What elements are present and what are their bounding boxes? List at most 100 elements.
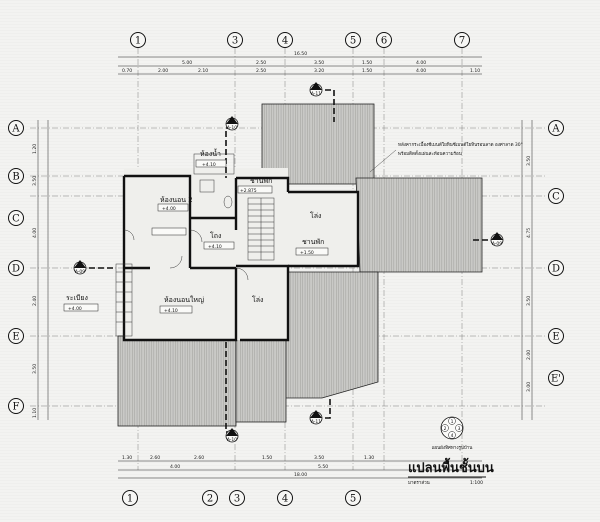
section-marker: B A-10 (225, 428, 239, 443)
dim-top-mid: 3.50 (314, 60, 324, 66)
grid-col-label: 5 (350, 494, 356, 505)
grid-bubbles-top: 1 3 4 5 6 7 (130, 32, 470, 48)
section-ref: A-11 (311, 91, 321, 97)
section-marker: A A-09 (490, 232, 504, 247)
room-terrace-top-name: ชานพัก (250, 177, 272, 185)
section-marker: A A-09 (73, 260, 87, 275)
dim-right-seg: 3.00 (526, 382, 532, 392)
section-marker: C A-11 (309, 410, 323, 425)
grid-row-label: D (552, 264, 560, 275)
section-ref: A-10 (227, 437, 237, 443)
dim-top-seg: 3.20 (314, 68, 324, 74)
walls (122, 174, 360, 342)
grid-row-label: C (12, 214, 20, 225)
dim-top-seg: 2.50 (256, 68, 266, 74)
grid-row-label: B (12, 172, 19, 183)
grid-row-label: E' (551, 374, 561, 385)
grid-row-label: A (551, 124, 560, 135)
dim-left-seg: 4.00 (32, 228, 38, 238)
drawing-scale-value: 1:100 (470, 480, 483, 486)
orientation-number: 2 (444, 426, 447, 432)
section-ref: A-09 (492, 241, 502, 247)
dim-left-seg: 3.50 (32, 176, 38, 186)
roof-note-line1: หลังคากระเบื้องซีเมนต์ใยหินซีเมนต์ใยหินร… (398, 141, 523, 148)
dim-right-seg: 3.50 (526, 296, 532, 306)
dim-bottom-seg: 1.50 (262, 455, 272, 461)
section-ref: A-11 (311, 419, 321, 425)
dim-bottom-total: 18.00 (294, 472, 307, 478)
dim-top-seg: 0.70 (122, 68, 132, 74)
dim-bottom-seg: 2.60 (194, 455, 204, 461)
dim-top-mid: 2.50 (256, 60, 266, 66)
room-hall-name: โถง (210, 231, 221, 240)
dim-top-mid: 1.50 (362, 60, 372, 66)
section-marker: C A-11 (309, 82, 323, 97)
room-bed2-tag: +4.00 (162, 206, 176, 212)
section-ref: A-10 (227, 125, 237, 131)
dim-left-seg: 1.10 (32, 408, 38, 418)
grid-col-label: 1 (135, 36, 141, 47)
dim-left-seg: 3.50 (32, 364, 38, 374)
section-marker: B A-10 (225, 116, 239, 131)
roof-areas (117, 103, 483, 427)
grid-col-label: 3 (234, 494, 240, 505)
grid-row-label: A (11, 124, 20, 135)
title-block: แปลนพื้นชั้นบน มาตราส่วน 1:100 (408, 457, 494, 486)
grid-bubbles-bottom: 1 2 3 4 5 (122, 490, 361, 506)
balcony-rail (115, 263, 133, 337)
dim-right-seg: 3.50 (526, 156, 532, 166)
staircase (247, 197, 275, 261)
orientation-symbol: 1 2 3 4 แผนผังทิศทางรูปบ้าน (432, 416, 473, 451)
left-dimensions: 1.20 3.50 4.00 2.40 3.50 1.10 (32, 144, 38, 418)
room-tag-boxes (63, 159, 329, 314)
room-master-name: ห้องนอนใหญ่ (164, 295, 204, 304)
grid-col-label: 7 (459, 36, 465, 47)
dim-top-seg: 4.00 (416, 68, 426, 74)
grid-bubbles-left: A B C D E F (8, 120, 24, 414)
roof-note-line2: พร้อมติดตั้งแผ่นสะท้อนความร้อน (398, 150, 462, 157)
bathroom-fixtures (193, 153, 235, 209)
dim-top-seg: 2.00 (158, 68, 168, 74)
room-void1-name: โล่ง (310, 211, 321, 220)
dim-top-seg: 2.10 (198, 68, 208, 74)
drawing-title: แปลนพื้นชั้นบน (408, 457, 494, 476)
grid-row-label: E (12, 332, 19, 343)
grid-row-label: F (13, 402, 20, 413)
grid-col-label: 5 (350, 36, 356, 47)
dim-bottom-mid: 5.50 (318, 464, 328, 470)
dim-top-seg: 1.10 (470, 68, 480, 74)
section-letter: B (230, 118, 233, 124)
dim-right-seg: 4.75 (526, 228, 532, 238)
grid-row-label: C (552, 192, 560, 203)
grid-row-label: D (12, 264, 20, 275)
dim-bottom-seg: 1.30 (122, 455, 132, 461)
room-bed2-name: ห้องนอน 2 (160, 196, 193, 204)
orientation-caption: แผนผังทิศทางรูปบ้าน (432, 445, 473, 451)
dim-top-mid: 5.00 (182, 60, 192, 66)
room-bath-name: ห้องน้ำ (200, 147, 221, 158)
dim-bottom-seg: 3.50 (314, 455, 324, 461)
dim-top-total: 16.50 (294, 51, 307, 57)
dim-top-mid: 4.00 (416, 60, 426, 66)
grid-bubbles-right: A C D E E' (548, 120, 564, 386)
dim-left-seg: 1.20 (32, 144, 38, 154)
room-hall-tag: +4.10 (208, 244, 222, 250)
section-letter: B (230, 430, 233, 436)
section-letter: A (78, 262, 82, 268)
grid-col-label: 2 (207, 494, 213, 505)
dim-bottom-seg: 1.30 (364, 455, 374, 461)
room-master-tag: +4.10 (164, 308, 178, 314)
orientation-number: 3 (458, 426, 461, 432)
grid-row-label: E (552, 332, 559, 343)
grid-col-label: 1 (127, 494, 133, 505)
room-void2-name: โล่ง (252, 295, 263, 304)
room-terrace-mid-tag: +1.50 (300, 250, 314, 256)
section-ref: A-09 (75, 269, 85, 275)
room-bath-tag: +4.10 (202, 162, 216, 168)
room-balcony-name: ระเบียง (66, 294, 88, 302)
grid-col-label: 4 (282, 494, 288, 505)
grid-col-label: 6 (381, 36, 387, 47)
dim-bottom-mid: 4.00 (170, 464, 180, 470)
